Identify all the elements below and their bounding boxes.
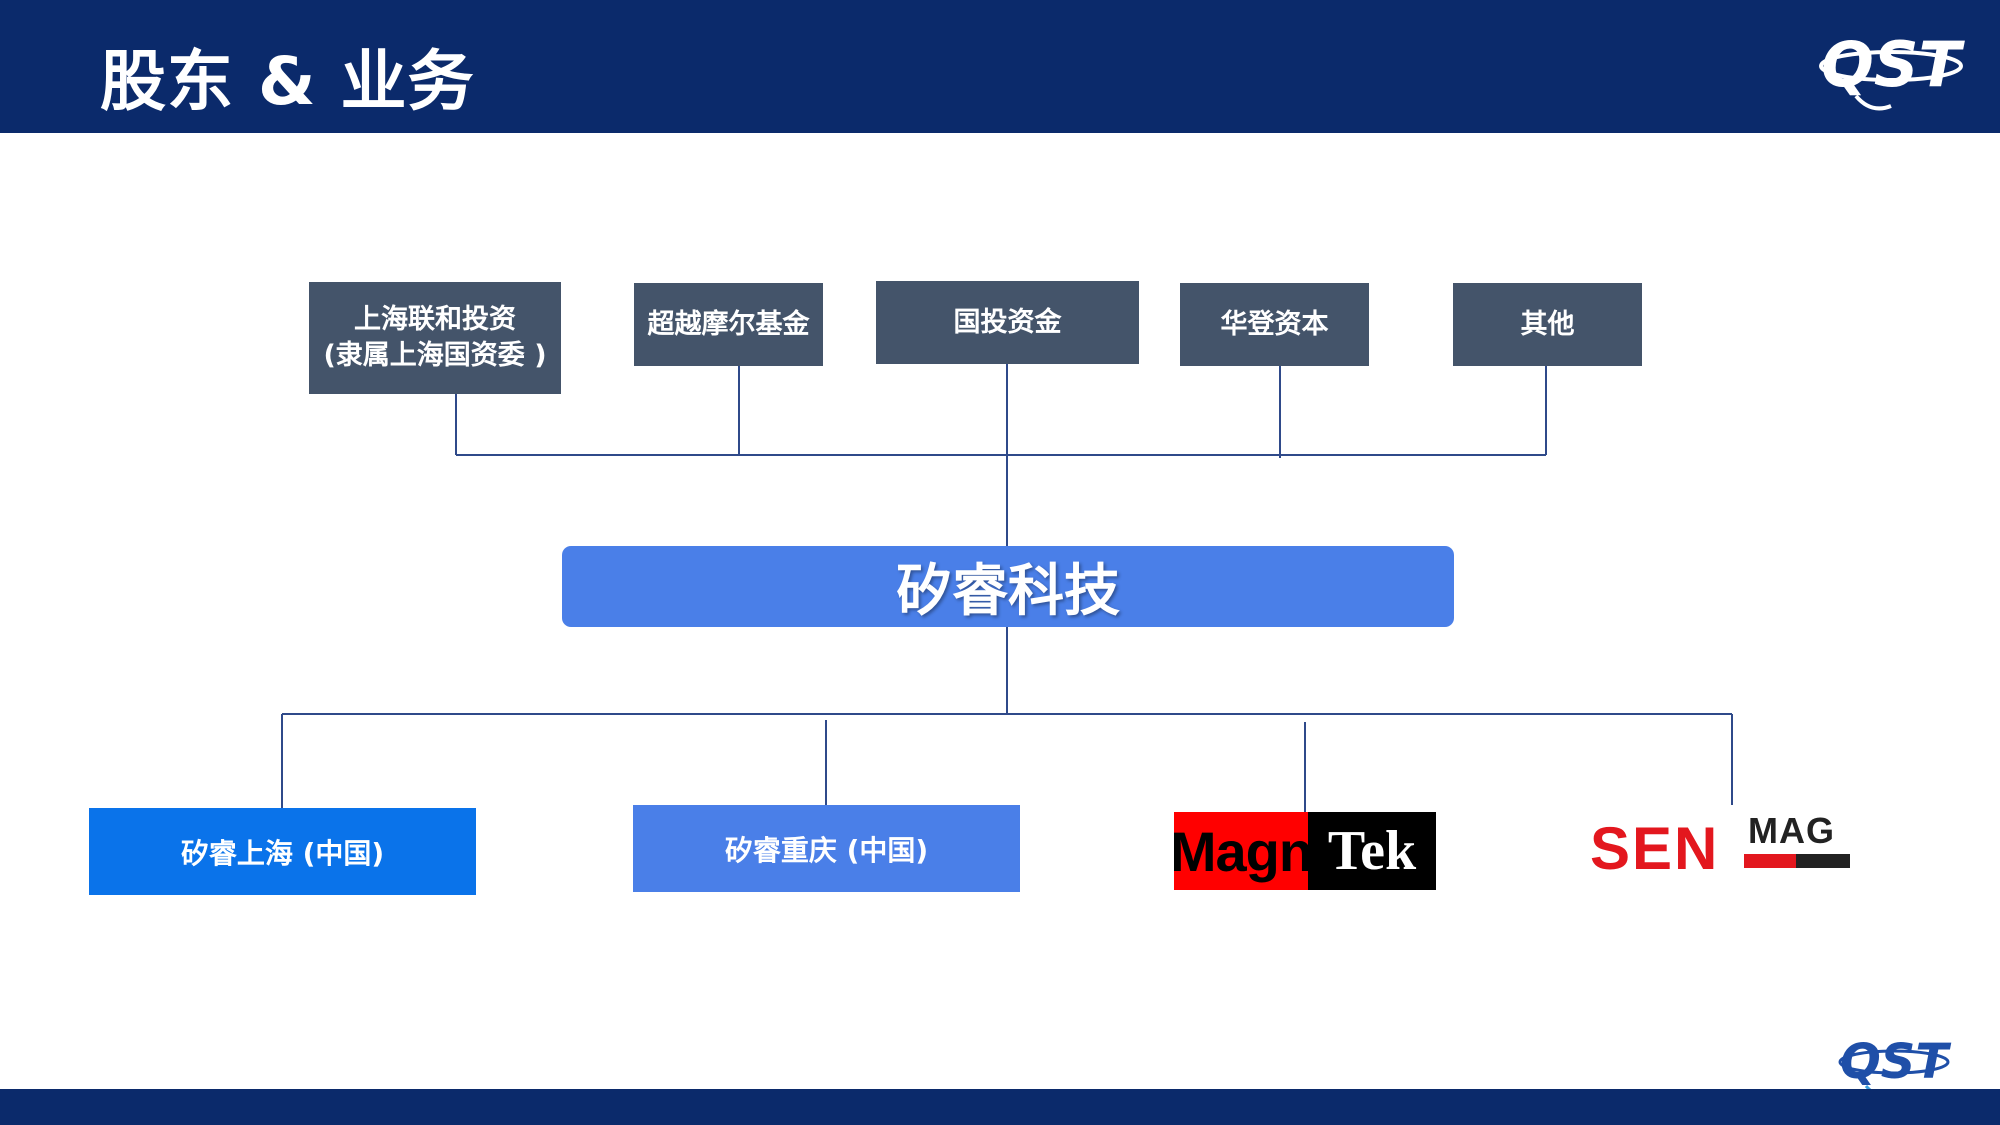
shareholder-label: 华登资本 <box>1220 308 1329 340</box>
senmag-underline-dark <box>1796 854 1850 868</box>
shareholder-box-sdic: 国投资金 <box>876 281 1139 364</box>
magntek-logo: Magn Tek <box>1174 812 1436 890</box>
shareholder-sublabel: (隶属上海国资委 ) <box>323 340 547 371</box>
shareholder-label: 其他 <box>1520 308 1575 340</box>
qst-logo-icon: QST <box>1838 1034 1951 1097</box>
svg-text:QST: QST <box>1840 1034 1951 1090</box>
senmag-logo: SEN MAG <box>1590 810 1850 890</box>
svg-text:QST: QST <box>1821 28 1965 101</box>
shareholder-box-walden: 华登资本 <box>1180 283 1369 366</box>
shareholder-box-others: 其他 <box>1453 283 1642 366</box>
senmag-underline-red <box>1744 854 1796 868</box>
footer-bar <box>0 1089 2000 1125</box>
magntek-logo-part2: Tek <box>1308 812 1436 890</box>
shareholder-label: 国投资金 <box>953 306 1062 338</box>
shareholder-label: 超越摩尔基金 <box>647 308 810 340</box>
magntek-logo-part1: Magn <box>1174 812 1313 890</box>
qst-logo-icon: QST <box>1819 28 1966 111</box>
senmag-logo-part2: MAG <box>1748 810 1835 851</box>
subsidiary-shanghai: 矽睿上海 (中国) <box>89 808 476 895</box>
page-title: 股东 & 业务 <box>100 43 475 120</box>
subsidiary-chongqing: 矽睿重庆 (中国) <box>633 805 1020 892</box>
header-bar <box>0 0 2000 133</box>
company-box: 矽睿科技 <box>562 546 1454 627</box>
shareholder-box-moore-fund: 超越摩尔基金 <box>634 283 823 366</box>
senmag-logo-part1: SEN <box>1590 815 1720 882</box>
shareholder-label: 上海联和投资 <box>354 304 516 335</box>
shareholder-box-lianhe: 上海联和投资 (隶属上海国资委 ) <box>309 282 561 394</box>
